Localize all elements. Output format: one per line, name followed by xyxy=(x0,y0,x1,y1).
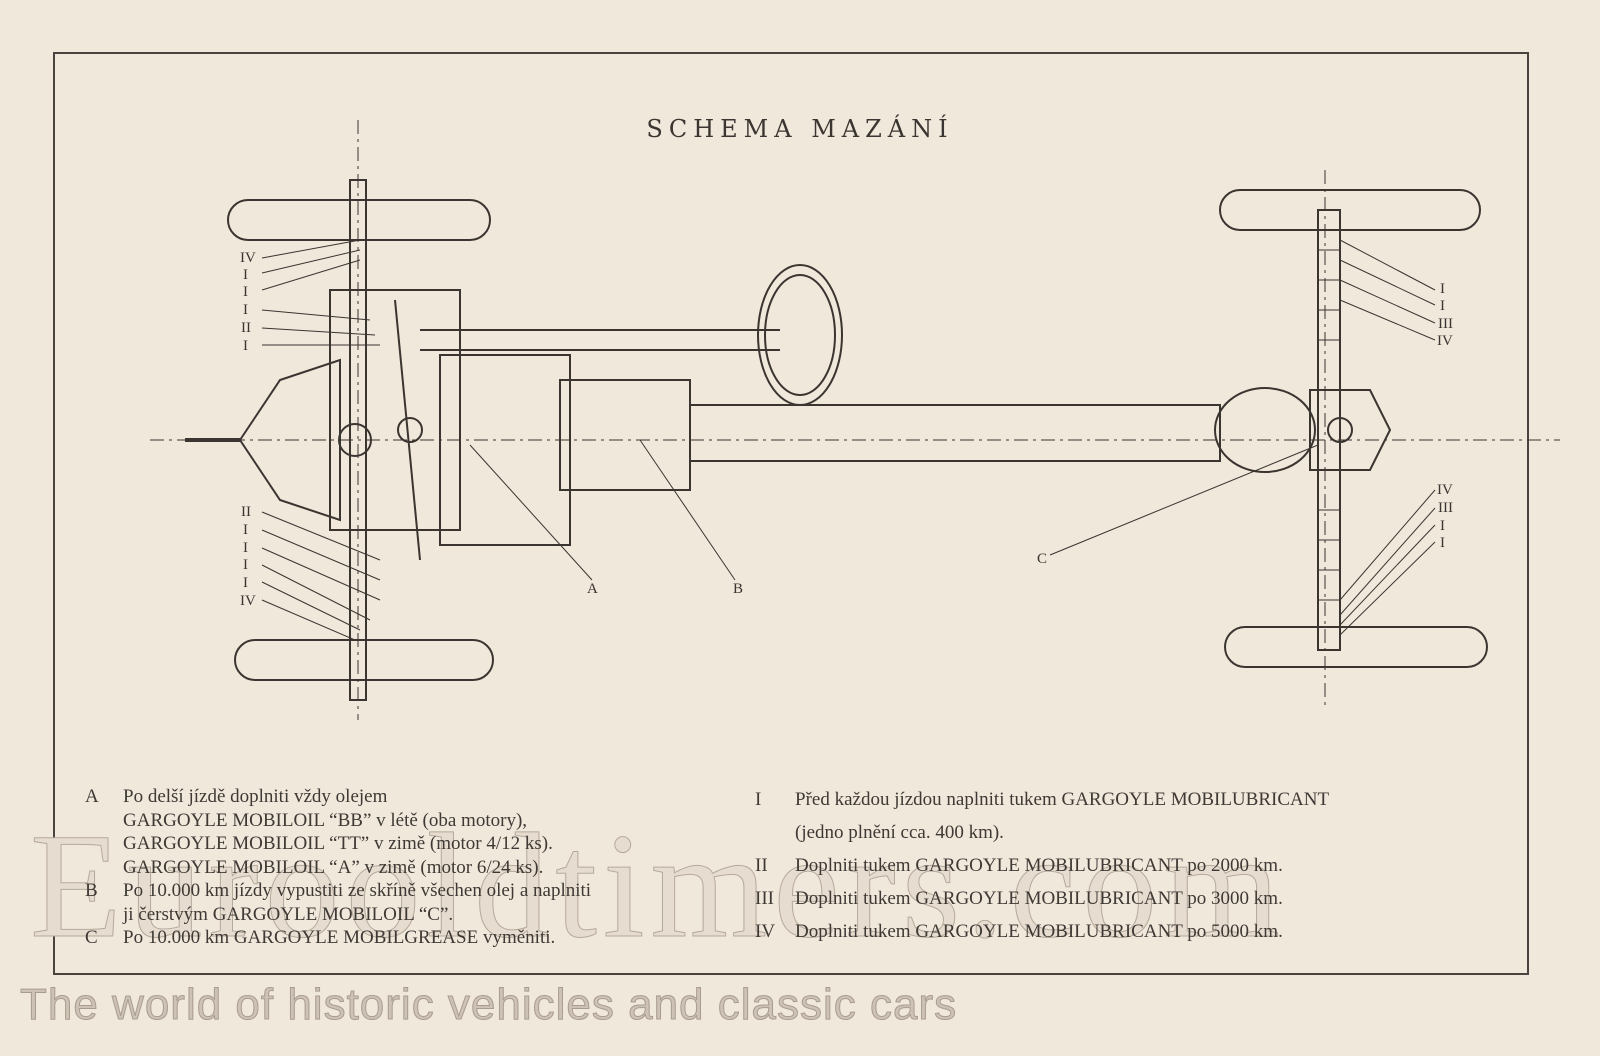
label-front-bottom-6: IV xyxy=(240,593,256,609)
front-wheel-top xyxy=(227,199,491,241)
leader-lines xyxy=(261,239,1436,641)
legend-text xyxy=(85,856,123,880)
legend-row: GARGOYLE MOBILOIL “A” v zimě (motor 6/24… xyxy=(85,856,591,880)
watermark-tagline: The world of historic vehicles and class… xyxy=(19,980,958,1030)
legend-text: Doplniti tukem GARGOYLE MOBILUBRICANT po… xyxy=(795,855,1283,876)
legend-text: Po delší jízdě doplniti vždy olejem xyxy=(123,786,388,807)
legend-row: GARGOYLE MOBILOIL “BB” v létě (oba motor… xyxy=(85,809,591,833)
label-rear-bottom-2: III xyxy=(1438,500,1453,516)
gearbox xyxy=(559,379,691,491)
rear-wheel-top xyxy=(1219,189,1481,231)
torque-tube xyxy=(689,404,1221,462)
label-point-b: B xyxy=(733,581,743,597)
label-front-top-2: I xyxy=(243,267,248,283)
label-rear-top-2: I xyxy=(1440,298,1445,314)
rear-axle xyxy=(1317,209,1341,651)
rear-wheel-bottom xyxy=(1224,626,1488,668)
differential xyxy=(1214,387,1316,473)
label-front-top-1: IV xyxy=(240,250,256,266)
legend-right: I Před každou jízdou naplniti tukem GARGO… xyxy=(755,783,1329,948)
legend-text: Před každou jízdou naplniti tukem GARGOY… xyxy=(795,789,1330,810)
legend-row: GARGOYLE MOBILOIL “TT” v zimě (motor 4/1… xyxy=(85,832,591,856)
label-front-top-6: I xyxy=(243,338,248,354)
legend-text: (jedno plnění cca. 400 km). xyxy=(795,822,1004,843)
label-point-a: A xyxy=(587,581,598,597)
page-title: SCHEMA MAZÁNÍ xyxy=(646,115,954,143)
legend-text: GARGOYLE MOBILOIL “BB” v létě (oba motor… xyxy=(123,809,528,831)
label-front-top-5: II xyxy=(241,320,251,336)
page-frame xyxy=(53,52,1529,975)
legend-text: GARGOYLE MOBILOIL “TT” v zimě (motor 4/1… xyxy=(123,833,553,854)
legend-text: I xyxy=(755,789,762,810)
label-front-bottom-5: I xyxy=(243,575,248,591)
legend-text xyxy=(85,903,123,927)
engine-block xyxy=(329,289,461,531)
rear-axle-ribs xyxy=(1318,249,1340,601)
legend-text xyxy=(85,832,123,856)
engine-detail xyxy=(338,423,372,457)
front-axle xyxy=(349,179,367,701)
label-rear-top-1: I xyxy=(1440,281,1445,297)
steering-wheel-inner xyxy=(764,274,836,396)
legend-text: B xyxy=(85,880,98,901)
legend-text xyxy=(85,809,123,833)
legend-text: C xyxy=(85,927,98,948)
label-front-top-4: I xyxy=(243,302,248,318)
front-wheel-bottom xyxy=(234,639,494,681)
label-front-bottom-3: I xyxy=(243,540,248,556)
engine-detail xyxy=(397,417,423,443)
legend-row: IV Doplniti tukem GARGOYLE MOBILUBRICANT … xyxy=(755,915,1329,948)
legend-text: ji čerstvým GARGOYLE MOBILOIL “C”. xyxy=(123,903,454,925)
steering-wheel xyxy=(757,264,843,406)
label-rear-bottom-1: IV xyxy=(1437,482,1453,498)
legend-row: (jedno plnění cca. 400 km). xyxy=(755,816,1329,849)
label-front-bottom-2: I xyxy=(243,522,248,538)
legend-left: A Po delší jízdě doplniti vždy olejem GAR… xyxy=(85,785,591,950)
legend-row: I Před každou jízdou naplniti tukem GARGO… xyxy=(755,783,1329,816)
label-front-bottom-4: I xyxy=(243,557,248,573)
legend-row: II Doplniti tukem GARGOYLE MOBILUBRICANT … xyxy=(755,849,1329,882)
legend-row: III Doplniti tukem GARGOYLE MOBILUBRICANT… xyxy=(755,882,1329,915)
legend-text: II xyxy=(755,855,768,876)
label-rear-top-3: III xyxy=(1438,316,1453,332)
label-rear-top-4: IV xyxy=(1437,333,1453,349)
legend-row: A Po delší jízdě doplniti vždy olejem xyxy=(85,785,591,809)
label-rear-bottom-4: I xyxy=(1440,535,1445,551)
legend-text: Doplniti tukem GARGOYLE MOBILUBRICANT po… xyxy=(795,888,1283,909)
legend-text: Po 10.000 km jízdy vypustiti ze skříně v… xyxy=(123,880,592,901)
differential-cover xyxy=(1309,389,1392,471)
tie-rod xyxy=(394,299,421,561)
label-point-c: C xyxy=(1037,551,1047,567)
legend-text: Doplniti tukem GARGOYLE MOBILUBRICANT po… xyxy=(795,921,1283,942)
legend-row: B Po 10.000 km jízdy vypustiti ze skříně … xyxy=(85,879,591,903)
legend-text: A xyxy=(85,786,99,807)
label-rear-bottom-3: I xyxy=(1440,518,1445,534)
label-front-top-3: I xyxy=(243,284,248,300)
legend-text: Po 10.000 km GARGOYLE MOBILGREASE vyměni… xyxy=(123,927,556,948)
legend-text: GARGOYLE MOBILOIL “A” v zimě (motor 6/24… xyxy=(123,856,544,878)
legend-text: IV xyxy=(755,921,776,942)
legend-row: ji čerstvým GARGOYLE MOBILOIL “C”. xyxy=(85,903,591,927)
legend-text xyxy=(755,816,795,849)
legend-text: III xyxy=(755,888,774,909)
flywheel-housing xyxy=(439,354,571,546)
legend-row: C Po 10.000 km GARGOYLE MOBILGREASE vyměn… xyxy=(85,926,591,950)
label-front-bottom-1: II xyxy=(241,504,251,520)
